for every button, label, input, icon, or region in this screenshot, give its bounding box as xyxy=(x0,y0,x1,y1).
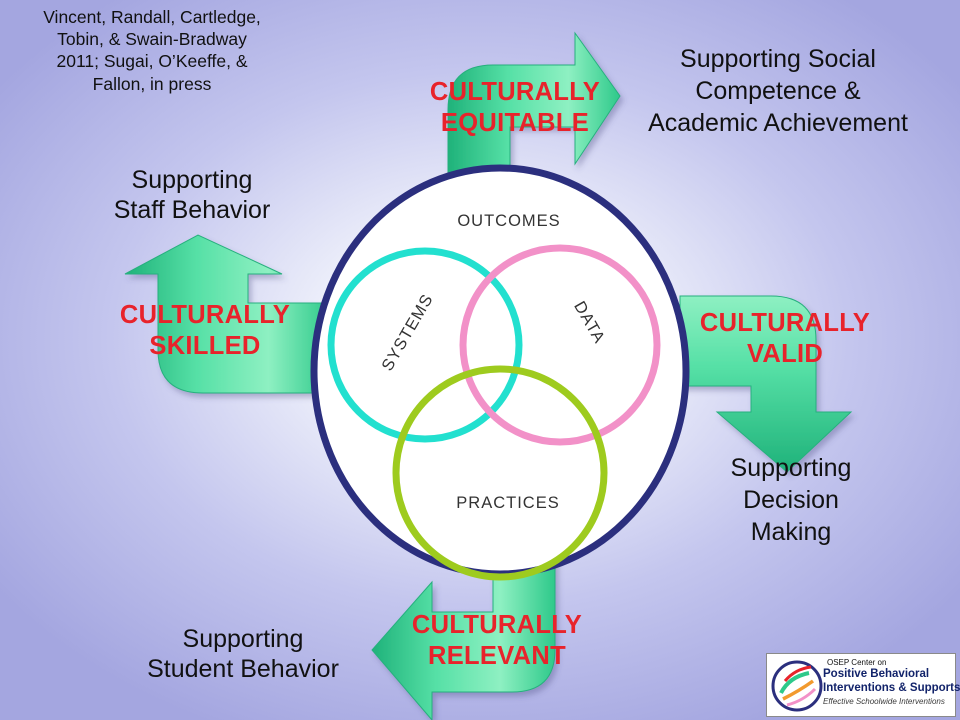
citation-line: Tobin, & Swain-Bradway xyxy=(57,29,247,50)
outcome-line: Staff Behavior xyxy=(113,196,271,224)
logo-line: Effective Schoolwide Interventions xyxy=(823,697,945,706)
pbis-logo: OSEP Center on Positive Behavioral Inter… xyxy=(766,653,960,717)
culturally-skilled-label: CULTURALLY SKILLED xyxy=(80,300,330,362)
culture-line: CULTURALLY xyxy=(699,309,871,337)
systems-circle xyxy=(327,247,523,443)
outcome-line: Supporting xyxy=(182,625,304,653)
outcome-line: Supporting Social xyxy=(680,45,876,73)
arrow-bottom-left xyxy=(371,539,556,720)
culture-line: RELEVANT xyxy=(428,642,566,671)
outcome-social-competence: Supporting Social Competence & Academic … xyxy=(598,44,958,139)
practices-circle xyxy=(392,365,608,581)
outcome-decision-making: Supporting Decision Making xyxy=(676,453,906,548)
logo-line: Interventions & Supports xyxy=(823,682,960,694)
culturally-relevant-label: CULTURALLY RELEVANT xyxy=(372,610,622,672)
outcomes-label: OUTCOMES xyxy=(457,212,560,230)
culture-line: EQUITABLE xyxy=(440,109,590,138)
outcome-line: Competence & xyxy=(695,76,861,105)
citation-line: 2011; Sugai, O’Keeffe, & xyxy=(56,51,248,72)
outcome-line: Supporting xyxy=(730,454,852,482)
logo-line: Positive Behavioral xyxy=(823,668,930,680)
outcome-line: Student Behavior xyxy=(147,655,339,683)
outcome-student-behavior: Supporting Student Behavior xyxy=(88,624,398,684)
practices-label: PRACTICES xyxy=(456,494,559,512)
citation-line: Fallon, in press xyxy=(92,73,212,94)
logo-emblem-icon xyxy=(771,660,823,712)
culture-line: CULTURALLY xyxy=(429,78,601,106)
culturally-equitable-label: CULTURALLY EQUITABLE xyxy=(390,77,640,139)
arrow-top-right xyxy=(447,31,621,191)
culture-line: SKILLED xyxy=(149,332,261,361)
logo-line: OSEP Center on xyxy=(827,658,887,667)
culture-line: CULTURALLY xyxy=(119,301,291,329)
culture-line: CULTURALLY xyxy=(411,611,583,639)
arrow-right-down xyxy=(679,295,853,473)
outcome-line: Academic Achievement xyxy=(648,108,908,137)
data-circle xyxy=(459,244,661,446)
citation-line: Vincent, Randall, Cartledge, xyxy=(43,7,261,27)
citation: Vincent, Randall, Cartledge, Tobin, & Sw… xyxy=(0,6,304,95)
culture-line: VALID xyxy=(746,340,824,369)
arrow-left-up xyxy=(124,234,331,394)
outcome-line: Decision xyxy=(743,485,839,514)
outcome-staff-behavior: Supporting Staff Behavior xyxy=(58,165,326,225)
culturally-valid-label: CULTURALLY VALID xyxy=(660,308,910,370)
outcome-line: Supporting xyxy=(131,166,253,194)
outcome-line: Making xyxy=(750,517,832,546)
